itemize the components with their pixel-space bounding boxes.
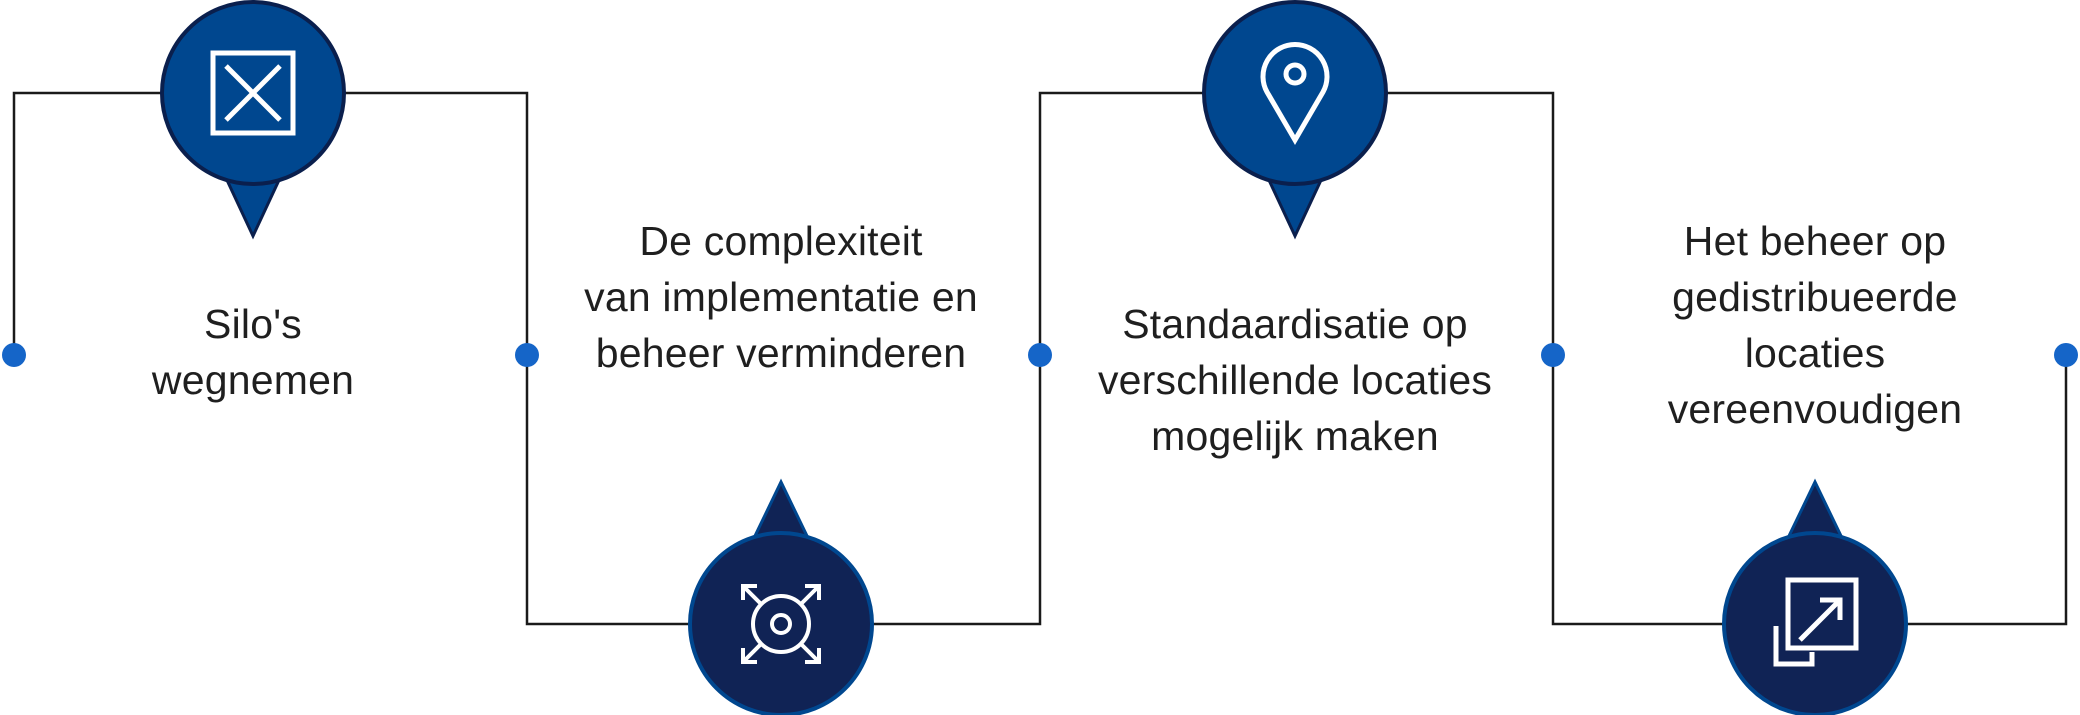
step-2-pin [688, 478, 874, 715]
timeline-dot [2, 343, 26, 367]
step-2-line: beheer verminderen [595, 330, 967, 376]
step-3-line: mogelijk maken [1151, 413, 1439, 459]
step-1-pin [160, 0, 346, 240]
step-2-label: De complexiteit van implementatie en beh… [584, 213, 978, 381]
step-1-line: wegnemen [151, 357, 355, 403]
timeline-dot [1028, 343, 1052, 367]
step-4-line: gedistribueerde [1672, 274, 1958, 320]
step-3-pin [1202, 0, 1388, 240]
x-box-icon [210, 50, 296, 136]
step-1-label: Silo's wegnemen [152, 296, 354, 408]
step-2-line: van implementatie en [584, 274, 978, 320]
step-3-line: Standaardisatie op [1122, 301, 1468, 347]
step-3-label: Standaardisatie op verschillende locatie… [1098, 296, 1492, 464]
resize-arrow-icon [1773, 577, 1859, 667]
step-4-line: Het beheer op [1683, 218, 1947, 264]
timeline-dot [1541, 343, 1565, 367]
step-3-line: verschillende locaties [1097, 357, 1493, 403]
step-1-line: Silo's [204, 301, 302, 347]
step-4-line: vereenvoudigen [1667, 386, 1963, 432]
step-4-line: locaties [1744, 330, 1886, 376]
step-4-label: Het beheer op gedistribueerde locaties v… [1668, 213, 1963, 437]
step-4-pin [1722, 478, 1908, 715]
timeline-dot [2054, 343, 2078, 367]
location-pin-icon [1260, 42, 1330, 145]
step-2-line: De complexiteit [639, 218, 923, 264]
timeline-dot [515, 343, 539, 367]
expand-target-icon [741, 584, 821, 664]
